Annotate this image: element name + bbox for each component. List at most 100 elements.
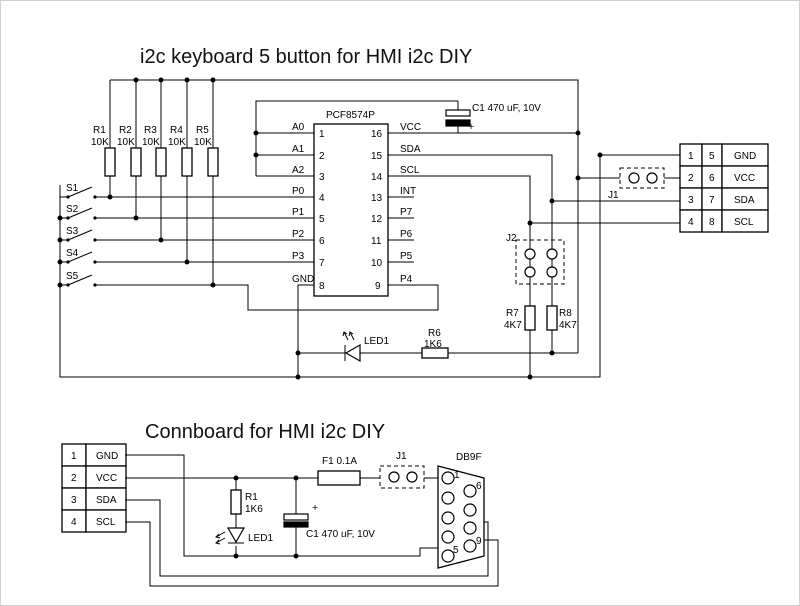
- connector-pin-b: 6: [709, 173, 715, 184]
- pin-number: 14: [371, 172, 383, 183]
- connector-signal: SDA: [96, 495, 117, 506]
- pin-label: P7: [400, 207, 413, 218]
- pullup-ref: R4: [170, 125, 183, 136]
- chip-left-pin: P2 6: [292, 229, 325, 247]
- r7-val: 4K7: [504, 320, 522, 331]
- pin-number: 12: [371, 214, 383, 225]
- bottom-jumper-j1: J1: [379, 451, 425, 489]
- connector-pin: 2: [71, 473, 77, 484]
- bottom-resistor-r1: R1 1K6: [230, 489, 263, 515]
- top-resistor-r8: R8 4K7: [546, 305, 577, 331]
- chip-left-pin: P15: [292, 207, 325, 225]
- top-junctions: [57, 77, 603, 380]
- switch-label: S5: [66, 271, 79, 282]
- pin-number: 6: [319, 236, 325, 247]
- connector-pin-a: 3: [688, 195, 694, 206]
- pin-number: 8: [319, 281, 325, 292]
- pin-number: 10: [371, 258, 383, 269]
- pullup-ref: R3: [144, 125, 157, 136]
- db9-label: DB9F: [456, 452, 482, 463]
- db9-pin5: 5: [453, 545, 459, 556]
- pullup-ref: R5: [196, 125, 209, 136]
- connector-signal: VCC: [734, 173, 755, 184]
- connector-pin-b: 5: [709, 151, 715, 162]
- chip-right-pin: 11 P6: [371, 229, 413, 247]
- pin-label: P2: [292, 229, 305, 240]
- connector-pin: 3: [71, 495, 77, 506]
- pin-label: A2: [292, 165, 305, 176]
- chip-left-pin: P3 7: [292, 251, 325, 269]
- pullup-val: 10K: [91, 137, 109, 148]
- connector-pin-b: 8: [709, 217, 715, 228]
- pin-label: P5: [400, 251, 413, 262]
- top-wiring: [59, 79, 680, 378]
- db9-connector: DB9F 1 6 5 9: [437, 452, 485, 569]
- r8-ref: R8: [559, 308, 572, 319]
- r8-val: 4K7: [559, 320, 577, 331]
- pin-label: P6: [400, 229, 413, 240]
- top-resistor-r7: R7 4K7: [504, 305, 536, 331]
- connector-pin: 4: [71, 517, 77, 528]
- pin-number: 4: [319, 193, 325, 204]
- pullup-ref: R1: [93, 125, 106, 136]
- bottom-led-label: LED1: [248, 533, 273, 544]
- r7-ref: R7: [506, 308, 519, 319]
- connector-pin-a: 1: [688, 151, 694, 162]
- pin-number: 3: [319, 172, 325, 183]
- top-resistor-r6: R6 1K6: [421, 328, 449, 359]
- bottom-fuse-f1: F1 0.1A: [317, 456, 361, 486]
- switch-label: S2: [66, 204, 79, 215]
- pin-number: 13: [371, 193, 383, 204]
- pin-label: SDA: [400, 144, 421, 155]
- pin-number: 9: [375, 281, 381, 292]
- connector-pin-b: 7: [709, 195, 715, 206]
- pullup-val: 10K: [168, 137, 186, 148]
- top-connector-row: 3 7 SDA: [679, 187, 769, 211]
- connector-pin: 1: [71, 451, 77, 462]
- pin-number: 16: [371, 129, 383, 140]
- pin-number: 7: [319, 258, 325, 269]
- chip-right-pin: 9 P4: [375, 274, 413, 292]
- db9-pin9: 9: [476, 536, 482, 547]
- chip-left-pin: A01: [292, 122, 325, 140]
- chip-name: PCF8574P: [326, 110, 375, 121]
- chip-left-pin: A2 3: [292, 165, 325, 183]
- chip-left-pin: P04: [292, 186, 325, 204]
- top-jumper-j2: J2: [506, 233, 565, 285]
- top-j1-label: J1: [608, 190, 619, 201]
- switch-label: S4: [66, 248, 79, 259]
- switch-s2: S2: [66, 204, 97, 220]
- bottom-wiring: [125, 454, 499, 587]
- bottom-j1-label: J1: [396, 451, 407, 462]
- bottom-r1-ref: R1: [245, 492, 258, 503]
- pin-number: 11: [371, 236, 382, 247]
- bottom-c1-plus: +: [312, 502, 318, 514]
- pin-label: P4: [400, 274, 413, 285]
- r6-val: 1K6: [424, 339, 442, 350]
- bottom-connector-row: 1 GND: [61, 443, 127, 467]
- top-capacitor-c1: C1 470 uF, 10V +: [445, 103, 541, 133]
- pin-number: 2: [319, 151, 325, 162]
- switch-label: S3: [66, 226, 79, 237]
- switch-s4: S4: [66, 248, 97, 264]
- bottom-capacitor-c1: + C1 470 uF, 10V: [283, 502, 375, 540]
- connector-signal: SDA: [734, 195, 755, 206]
- top-j2-label: J2: [506, 233, 517, 244]
- connector-signal: GND: [96, 451, 118, 462]
- bottom-led: LED1: [215, 527, 273, 545]
- top-jumper-j1: J1: [608, 167, 665, 201]
- pin-label: P3: [292, 251, 305, 262]
